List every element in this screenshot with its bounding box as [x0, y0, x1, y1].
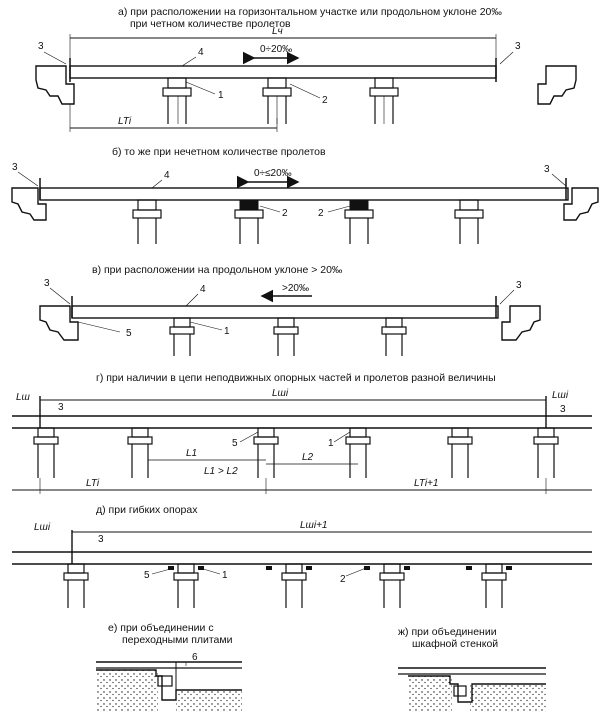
pier — [345, 427, 371, 478]
pier — [262, 77, 292, 124]
slope-label-v: >20‰ — [282, 283, 309, 294]
caption-a-line2: при четном количестве пролетов — [130, 18, 291, 30]
pier — [273, 317, 299, 356]
callout-3: 3 — [44, 278, 50, 289]
callout-1: 1 — [328, 438, 334, 449]
abutment-left — [11, 187, 47, 221]
dim-label-LTi: LTi — [118, 116, 132, 127]
callout-3: 3 — [544, 164, 550, 175]
caption-a: а) при расположении на горизонтальном уч… — [118, 6, 502, 30]
pier — [33, 427, 59, 478]
pier — [364, 563, 410, 608]
abutment — [408, 675, 546, 703]
deck — [71, 305, 499, 319]
callout-5: 5 — [144, 570, 150, 581]
callout-1: 1 — [222, 570, 228, 581]
caption-e-line2: переходными плитами — [122, 634, 233, 646]
callout-3: 3 — [560, 404, 566, 415]
pier — [381, 317, 407, 356]
diagram-b: 0÷≤20‰ 3 3 4 2 2 — [11, 162, 599, 244]
deck — [12, 552, 592, 564]
diagram-v: >20‰ 3 3 4 5 1 — [39, 278, 541, 356]
caption-zh-line1: ж) при объединении — [398, 626, 497, 638]
pier — [63, 563, 89, 608]
diagram-zh — [398, 667, 546, 712]
abutment-right — [501, 305, 541, 341]
dim-label-L2: L2 — [302, 452, 314, 463]
pier — [127, 427, 153, 478]
callout-4: 4 — [198, 47, 204, 58]
pier — [132, 199, 162, 244]
deck — [39, 187, 569, 201]
slope-label-a: 0÷20‰ — [260, 44, 292, 55]
deck — [69, 65, 497, 79]
callout-2: 2 — [282, 208, 288, 219]
dim-label-Lsh-d1: Lшi+1 — [300, 520, 328, 531]
callout-4: 4 — [164, 170, 170, 181]
callout-3: 3 — [58, 402, 64, 413]
dim-label-Lch: Lч — [272, 26, 283, 37]
caption-d-text: д) при гибких опорах — [96, 504, 198, 516]
pier — [447, 427, 473, 478]
pier — [253, 427, 279, 478]
diagram-a: Lч 0÷20‰ LTi 3 3 4 1 2 — [35, 26, 577, 132]
caption-v: в) при расположении на продольном уклоне… — [92, 264, 342, 276]
pier — [344, 199, 374, 244]
abutment-left — [39, 305, 79, 341]
pier — [162, 77, 192, 124]
slope-label-b: 0÷≤20‰ — [254, 168, 292, 179]
abutment-right — [563, 187, 599, 221]
pier — [266, 563, 312, 608]
caption-e: е) при объединении с переходными плитами — [108, 622, 232, 646]
callout-2: 2 — [322, 95, 328, 106]
deck — [12, 416, 592, 428]
abutment-left — [35, 65, 75, 105]
callout-5: 5 — [126, 328, 132, 339]
dim-label-L1-gt-L2: L1 > L2 — [204, 466, 238, 477]
caption-b: б) то же при нечетном количестве пролето… — [112, 146, 326, 158]
pier — [466, 563, 512, 608]
caption-b-text: б) то же при нечетном количестве пролето… — [112, 146, 326, 158]
caption-zh: ж) при объединении шкафной стенкой — [398, 626, 498, 650]
caption-a-line1: а) при расположении на горизонтальном уч… — [118, 6, 502, 18]
dim-label-Lshi: Lшi — [272, 388, 289, 399]
callout-2: 2 — [318, 208, 324, 219]
diagram-d: Lшi Lшi+1 3 5 1 2 — [12, 520, 592, 608]
pier — [533, 427, 559, 478]
diagram-e: 6 — [96, 652, 242, 712]
caption-d: д) при гибких опорах — [96, 504, 197, 516]
diagram-g: Lшi Lш Lшi 3 3 5 1 L1 L2 L1 > L2 LTi LTi… — [12, 388, 592, 494]
callout-3: 3 — [98, 534, 104, 545]
dim-label-LTi1: LTi+1 — [414, 478, 438, 489]
callout-3: 3 — [516, 280, 522, 291]
pier — [169, 317, 195, 356]
caption-g: г) при наличии в цепи неподвижных опорны… — [96, 372, 496, 384]
caption-zh-line2: шкафной стенкой — [412, 638, 499, 650]
abutment — [96, 669, 242, 701]
dim-label-Lsh: Lш — [16, 392, 31, 403]
abutment-right — [537, 65, 577, 105]
pier — [168, 563, 204, 608]
dim-label-Lsh-d: Lшi — [34, 522, 51, 533]
pier — [234, 199, 264, 244]
callout-1: 1 — [218, 90, 224, 101]
caption-g-text: г) при наличии в цепи неподвижных опорны… — [96, 372, 496, 384]
callout-6: 6 — [192, 652, 198, 663]
pier — [454, 199, 484, 244]
callout-3: 3 — [12, 162, 18, 173]
callout-2: 2 — [340, 574, 346, 585]
callout-5: 5 — [232, 438, 238, 449]
caption-v-text: в) при расположении на продольном уклоне… — [92, 264, 343, 276]
callout-4: 4 — [200, 284, 206, 295]
pier — [369, 77, 399, 124]
caption-e-line1: е) при объединении с — [108, 622, 214, 634]
dim-label-LTi-g: LTi — [86, 478, 100, 489]
dim-label-Lshi-right: Lшi — [552, 390, 569, 401]
dim-label-L1: L1 — [186, 448, 197, 459]
callout-1: 1 — [224, 326, 230, 337]
callout-3: 3 — [515, 41, 521, 52]
callout-3: 3 — [38, 41, 44, 52]
